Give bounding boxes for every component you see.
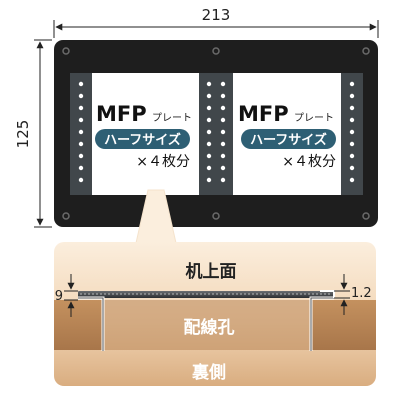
desk-board [311,300,376,350]
plate-count: ×４枚分 [282,154,336,170]
plate-panel-right: MFP プレート ハーフサイズ ×４枚分 [233,73,341,195]
section-plate [78,291,334,298]
desk-board [54,300,103,350]
rail-right [341,73,363,195]
cross-section-panel: 机上面 配線孔 裏側 9 1.2 [54,242,376,386]
cable-hole-label: 配線孔 [184,317,235,338]
desk-top-label: 机上面 [186,261,237,282]
plate-small-label: プレート [294,112,334,124]
rail-left [70,73,92,195]
height-label: 125 [14,120,32,149]
half-size-pill-label: ハーフサイズ [104,132,181,148]
width-dimension: 213 [53,6,379,38]
cable-hole [103,300,311,350]
height-dimension: 125 [14,39,52,228]
plate-brand: MFP [96,102,147,126]
width-label: 213 [202,6,231,24]
plate-count: ×４枚分 [136,154,190,170]
plate-small-label: プレート [152,112,192,124]
half-size-pill [95,129,190,149]
plate-panel-left: MFP プレート ハーフサイズ ×４枚分 [92,73,199,195]
half-size-pill-label: ハーフサイズ [250,132,327,148]
plate-brand: MFP [238,102,289,126]
back-side-label: 裏側 [191,362,226,383]
half-size-pill [241,129,336,149]
plate-thickness-label: 1.2 [351,286,372,301]
plate-thickness-dimension: 1.2 [334,274,372,315]
rail-center [199,73,233,195]
corner-screws [62,47,370,220]
edge-height-dimension: 9 [55,274,78,317]
edge-height-label: 9 [55,289,63,304]
